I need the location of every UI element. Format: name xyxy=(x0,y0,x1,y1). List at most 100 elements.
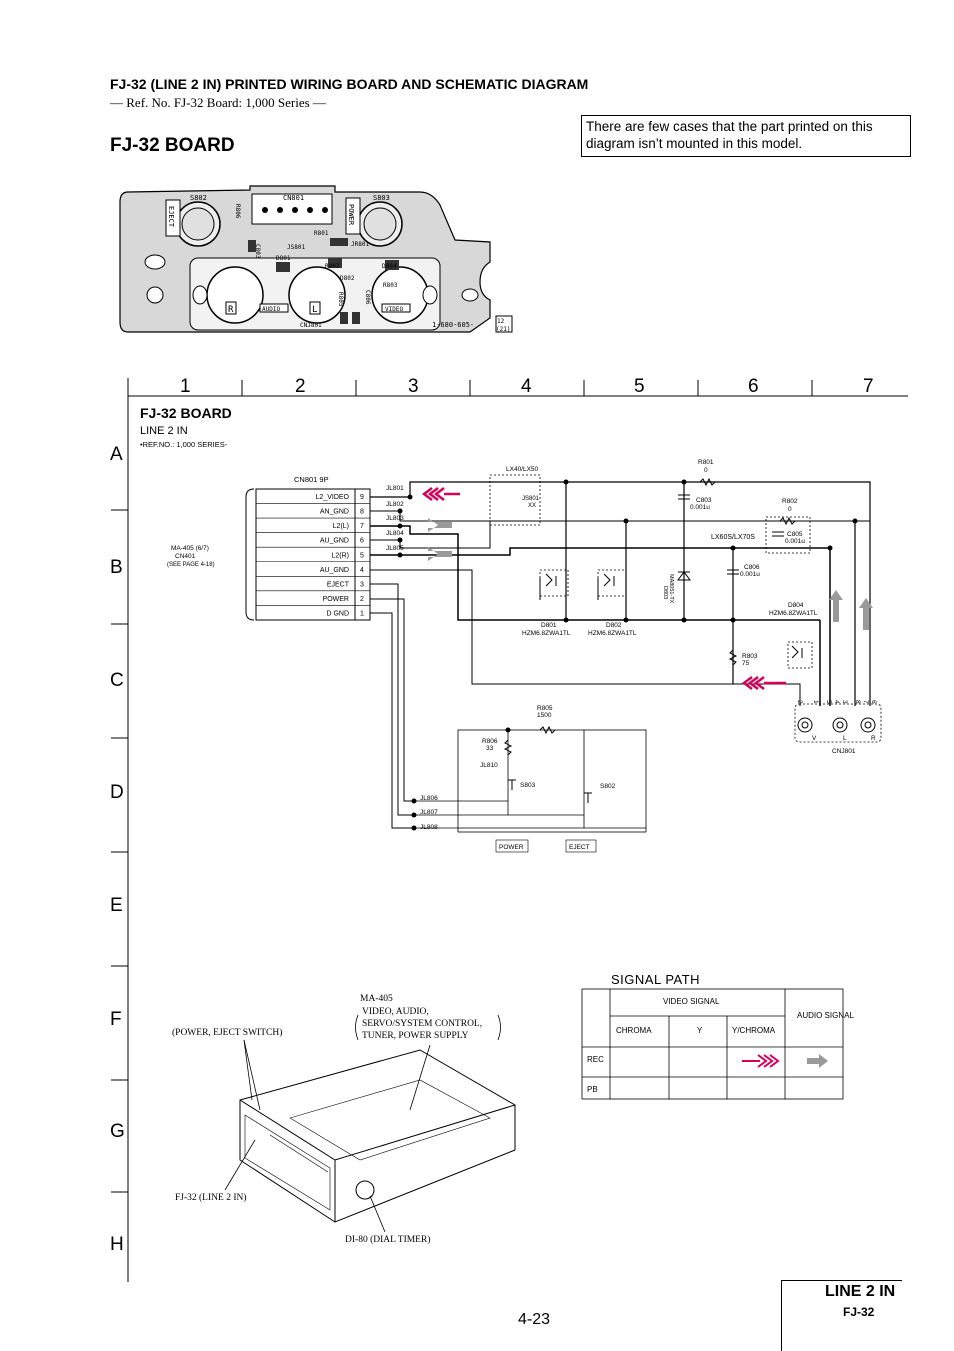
pcb-label: C806 xyxy=(364,290,371,305)
s803-symbol xyxy=(508,779,516,790)
ma405-label: MA-405 xyxy=(360,994,393,1004)
pcb-label: D801 xyxy=(276,255,291,262)
page-title: FJ-32 (LINE 2 IN) PRINTED WIRING BOARD A… xyxy=(110,76,589,92)
grid-column-label: 7 xyxy=(863,376,874,397)
grid-row-label: G xyxy=(110,1121,125,1142)
grid-column-label: 2 xyxy=(295,376,306,397)
cnj801-label: CNJ801 xyxy=(832,748,856,755)
jack-label: L xyxy=(843,735,847,742)
d803-symbol xyxy=(677,571,691,581)
r802-symbol xyxy=(779,516,796,526)
ma405-leader xyxy=(409,1044,431,1111)
pcb-label: JS801 xyxy=(287,244,305,251)
c806-value: 0.001u xyxy=(740,571,760,578)
r801-value: 0 xyxy=(704,467,708,474)
component-symbols xyxy=(503,477,803,803)
pcb-label: VIDEO xyxy=(385,306,403,313)
jack-pin: 4 xyxy=(833,700,840,704)
jack-pin: 5 xyxy=(825,700,832,704)
grid-column-label: 5 xyxy=(634,376,645,397)
pin-name: POWER xyxy=(323,596,349,603)
jack-label: R xyxy=(871,735,876,742)
s803-label: S803 xyxy=(520,782,536,789)
d804-label: D804 xyxy=(788,602,804,609)
signal-path-table: SIGNAL PATH VIDEO SIGNAL AUDIO SIGNAL CH… xyxy=(581,972,854,1100)
pcb-label: D802 xyxy=(340,275,355,282)
s802-label: S802 xyxy=(600,783,616,790)
audio-signal-header: AUDIO SIGNAL xyxy=(797,1011,854,1020)
grid-row-label: A xyxy=(110,444,123,465)
schematic-subtitle: LINE 2 IN xyxy=(140,425,188,437)
signal-arrows xyxy=(421,487,873,690)
pin-number: 2 xyxy=(360,596,364,603)
pcb-label: S802 xyxy=(190,194,207,202)
power-eject-leader xyxy=(243,1039,253,1101)
jumper-label: JL808 xyxy=(420,824,438,831)
jack-pin: 3 xyxy=(841,700,848,704)
grid-row-label: H xyxy=(110,1234,124,1255)
pin-name: AU_GND xyxy=(320,567,349,574)
schematic-header: FJ-32 BOARD LINE 2 IN •REF.NO.: 1,000 SE… xyxy=(140,405,232,449)
connector-ref: CN401 xyxy=(175,553,196,560)
jack-pin: 7 xyxy=(862,700,869,704)
jack-pin: 6 xyxy=(870,700,877,704)
r802-value: 0 xyxy=(788,506,792,513)
pin-number: 3 xyxy=(360,581,364,588)
grid-row-label: D xyxy=(110,782,124,803)
pcb-labels: S802 CN801 S803 EJECT POWER R806 JR801 J… xyxy=(167,194,510,333)
c805-label: C805 xyxy=(787,531,803,538)
schematic-wiring xyxy=(370,474,882,833)
jumper-label: JL805 xyxy=(386,545,404,552)
jumper-label: JL802 xyxy=(386,501,404,508)
r803-value: 75 xyxy=(742,660,750,667)
d803-value: MA8051-TX xyxy=(668,574,674,604)
pcb-part-number: 1-680-605- xyxy=(432,321,474,329)
d801-value: HZM6.8ZWA1TL xyxy=(522,630,571,637)
d804-value: HZM6.8ZWA1TL xyxy=(769,610,818,617)
pcb-label: L xyxy=(312,305,317,315)
grid-row-label: F xyxy=(110,1009,122,1030)
pcb-label: R801 xyxy=(314,230,329,237)
pcb-label: CN801 xyxy=(283,194,304,202)
pin-name: AU_GND xyxy=(320,538,349,545)
pin-number: 5 xyxy=(360,552,364,559)
pcb-label: CNJ801 xyxy=(300,322,322,329)
r801-label: R801 xyxy=(698,459,714,466)
board-title: FJ-32 BOARD xyxy=(110,135,235,156)
footer-box xyxy=(781,1280,902,1351)
jack-pin: 1 xyxy=(812,700,819,704)
jack-pin: 8 xyxy=(854,700,861,704)
pcb-label: R803 xyxy=(383,282,398,289)
pcb-revision: (21) xyxy=(496,326,510,333)
pcb-label: JR801 xyxy=(351,241,369,248)
signal-path-title: SIGNAL PATH xyxy=(611,972,700,987)
schematic-title: FJ-32 BOARD xyxy=(140,405,232,421)
grid-column-label: 3 xyxy=(408,376,419,397)
pin-number: 6 xyxy=(360,538,364,545)
pin-name: L2(R) xyxy=(331,552,349,559)
signal-column-header: CHROMA xyxy=(616,1026,652,1035)
r802-label: R802 xyxy=(782,498,798,505)
r805-symbol xyxy=(539,725,556,735)
audio-rec-arrow xyxy=(807,1054,828,1068)
jumper-label: JL810 xyxy=(480,762,498,769)
d803-label: D803 xyxy=(662,586,668,599)
lx60-label: LX60S/LX70S xyxy=(711,534,755,541)
r805-value: 1500 xyxy=(537,712,552,719)
connector-ref: MA-405 (6/7) xyxy=(171,545,209,552)
pin-name: L2_VIDEO xyxy=(316,494,350,501)
pcb-label: POWER xyxy=(347,204,355,226)
pin-name: EJECT xyxy=(327,581,350,588)
di80-label: DI-80 (DIAL TIMER) xyxy=(345,1234,430,1245)
grid-row-label: C xyxy=(110,670,124,691)
d801-label: D801 xyxy=(541,622,557,629)
pcb-board xyxy=(119,185,513,333)
s802-symbol xyxy=(584,792,592,803)
r805-label: R805 xyxy=(537,705,553,712)
connector-ref: (SEE PAGE 4-18) xyxy=(167,562,215,568)
pin-name: D GND xyxy=(326,610,349,617)
pcb-label: D804 xyxy=(382,263,397,270)
jack-label: V xyxy=(812,735,817,742)
pin-number: 8 xyxy=(360,509,364,516)
